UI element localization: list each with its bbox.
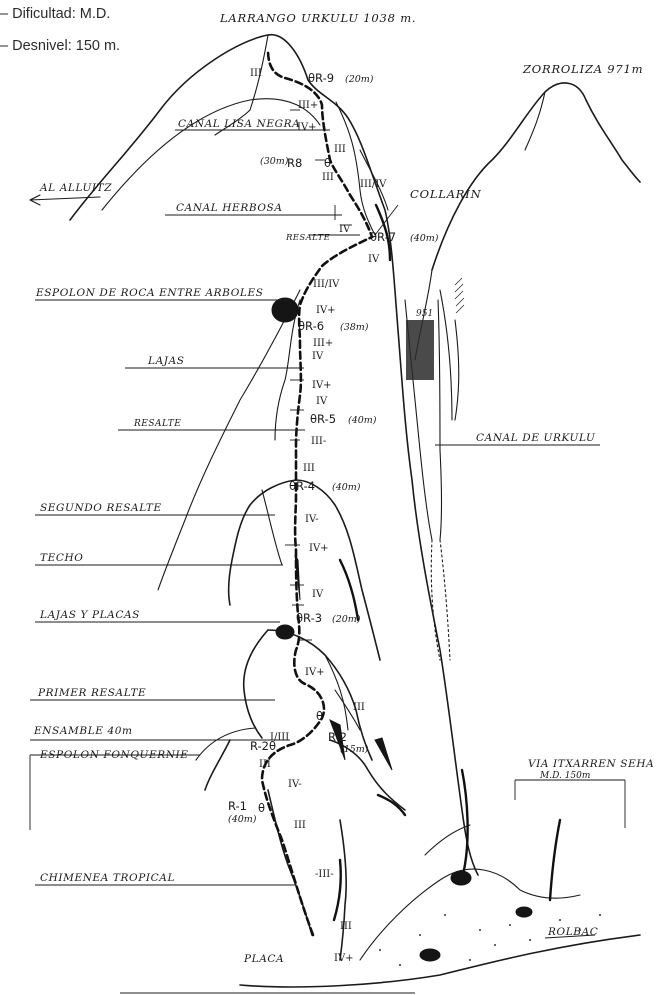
belay-r1-marker: θ <box>258 801 265 815</box>
belay-r2-right: R-2 <box>328 730 347 744</box>
grade-17: IV- <box>305 514 319 525</box>
belay-r6: θR-6 <box>298 319 324 333</box>
grade-19: IV <box>312 589 324 600</box>
grade-6: III/IV <box>360 179 387 190</box>
grade-16: III <box>303 463 315 474</box>
label-espolon-roca: ESPOLON DE ROCA ENTRE ARBOLES <box>35 287 264 299</box>
grade-27: III <box>340 921 352 932</box>
label-canal-herbosa: CANAL HERBOSA <box>176 202 283 214</box>
grade-25: III <box>294 820 306 831</box>
label-ensamble: ENSAMBLE 40m <box>33 725 133 737</box>
grade-8: IV <box>368 254 380 265</box>
grade-5: III <box>322 172 334 183</box>
grade-9: III/IV <box>313 279 340 290</box>
label-al-alluitz: AL ALLUITZ <box>39 182 112 194</box>
label-resalte-top: RESALTE <box>285 233 331 243</box>
grade-2: III+ <box>298 100 318 111</box>
belay-r4: θR-4 <box>289 479 315 493</box>
label-via-itxarren: VIA ITXARREN SEHA <box>528 758 654 770</box>
label-resalte-mid: RESALTE <box>133 419 181 429</box>
belay-r2-right-marker: θ <box>316 709 323 723</box>
elevation-gain-label: – Desnivel: 150 m. <box>0 38 120 54</box>
grade-12: IV <box>312 351 324 362</box>
belay-r1: R-1 <box>228 799 247 813</box>
grade-10: IV+ <box>316 305 336 316</box>
grade-20: IV+ <box>305 667 325 678</box>
difficulty-label: – Dificultad: M.D. <box>0 6 110 22</box>
label-collarin: COLLARIN <box>410 187 482 201</box>
grade-11: III+ <box>313 338 333 349</box>
label-techo: TECHO <box>40 552 83 564</box>
label-primer-resalte: PRIMER RESALTE <box>37 687 146 699</box>
label-lajas: LAJAS <box>147 355 185 367</box>
peak-label-larrango-urkulu: LARRANGO URKULU 1038 m. <box>219 11 416 25</box>
belay-r5: θR-5 <box>310 412 336 426</box>
belay-r1-length: (40m) <box>228 814 257 825</box>
grade-7: IV <box>339 224 351 235</box>
belay-stations: θR-9 (20m) (30m) R8 θ θR-7 (40m) θR-6 (3… <box>228 71 439 825</box>
belay-r7: θR-7 <box>370 230 396 244</box>
belay-r9: θR-9 <box>308 71 334 85</box>
belay-r8-marker: θ <box>324 156 331 170</box>
grade-22: I/III <box>270 732 289 743</box>
belay-r8: R8 <box>287 156 302 170</box>
grade-14: IV <box>316 396 328 407</box>
grade-13: IV+ <box>312 380 332 391</box>
grade-18: IV+ <box>309 543 329 554</box>
grade-1: III <box>250 68 262 79</box>
belay-r6-length: (38m) <box>340 322 369 333</box>
label-segundo-resalte: SEGUNDO RESALTE <box>40 502 162 514</box>
label-canal-urkulu: CANAL DE URKULU <box>476 432 596 444</box>
grade-3: IV+ <box>297 122 317 133</box>
leader-lines <box>30 130 625 993</box>
label-lajas-placas: LAJAS Y PLACAS <box>39 609 140 621</box>
scree-stipple <box>379 914 601 966</box>
label-placa: PLACA <box>243 953 284 965</box>
grade-26: -III- <box>315 869 334 880</box>
belay-r3: θR-3 <box>296 611 322 625</box>
grade-24: IV- <box>288 779 302 790</box>
belay-r5-length: (40m) <box>348 415 377 426</box>
label-via-itxarren-grade: M.D. 150m <box>539 771 590 781</box>
label-rolbac: ROLBAC <box>547 926 598 938</box>
belay-r7-length: (40m) <box>410 233 439 244</box>
grade-4: III <box>334 144 346 155</box>
peak-label-zorroliza: ZORROLIZA 971m <box>522 62 643 76</box>
belay-r3-length: (20m) <box>332 614 361 625</box>
zorroliza-outline <box>415 83 640 420</box>
grade-21: III <box>353 702 365 713</box>
label-chimenea-tropical: CHIMENEA TROPICAL <box>40 872 175 884</box>
zorroliza-hatching <box>455 278 464 313</box>
grade-28: IV+ <box>334 953 354 964</box>
belay-r2-right-length: (15m) <box>340 744 369 755</box>
belay-r9-length: (20m) <box>345 74 374 85</box>
grade-15: III- <box>311 436 326 447</box>
label-canal-lisa-negra: CANAL LISA NEGRA <box>178 118 300 130</box>
grade-23: III <box>259 759 271 770</box>
label-espolon-fonquernie: ESPOLON FONQUERNIE <box>39 749 189 761</box>
belay-r8-length: (30m) <box>260 156 289 167</box>
belay-r4-length: (40m) <box>332 482 361 493</box>
